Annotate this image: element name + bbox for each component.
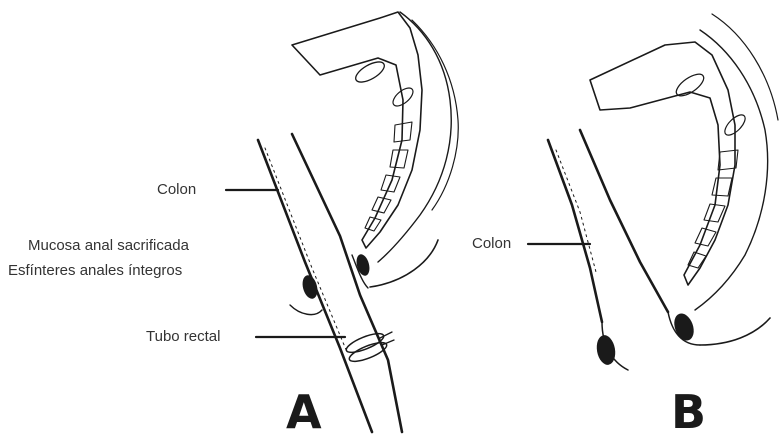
panel-a-colon-wall-texture <box>265 148 347 352</box>
panel-b-letter: B <box>671 387 706 437</box>
panel-a-sacral-crest <box>378 12 451 262</box>
panel-b-sacrum <box>590 42 735 285</box>
panel-b-sphincter-left <box>595 334 618 367</box>
panel-a-sphincter-left <box>300 274 320 301</box>
panel-a-sacrum <box>292 12 422 248</box>
panel-b-illustration <box>528 14 778 370</box>
panel-a-perineum-curve <box>290 305 322 315</box>
panel-a-letter: A <box>286 387 322 437</box>
panel-b-vertebra-7 <box>688 252 706 268</box>
panel-a-illustration <box>226 12 458 432</box>
panel-b-colon-wall-left <box>548 140 602 322</box>
panel-a-label-mucosa: Mucosa anal sacrificada <box>28 237 189 255</box>
panel-a-sphincter-right <box>354 253 371 277</box>
panel-b-colon-wall-texture <box>556 150 596 272</box>
panel-b-sacral-crest <box>695 30 768 310</box>
panel-b-sphincter-right <box>671 311 697 343</box>
panel-b-pelvic-floor <box>700 318 770 345</box>
panel-a-label-esfinteres: Esfínteres anales íntegros <box>8 262 182 280</box>
panel-a-pelvic-floor <box>370 240 438 287</box>
panel-a-label-colon: Colon <box>157 181 196 199</box>
panel-a-label-tubo: Tubo rectal <box>146 328 220 346</box>
panel-a-vertebra-1 <box>353 58 388 86</box>
panel-b-sacral-crest-inner <box>712 14 778 120</box>
panel-b-vertebra-4 <box>712 178 732 196</box>
panel-a-vertebra-7 <box>365 217 381 231</box>
panel-b-label-colon: Colon <box>472 235 511 253</box>
